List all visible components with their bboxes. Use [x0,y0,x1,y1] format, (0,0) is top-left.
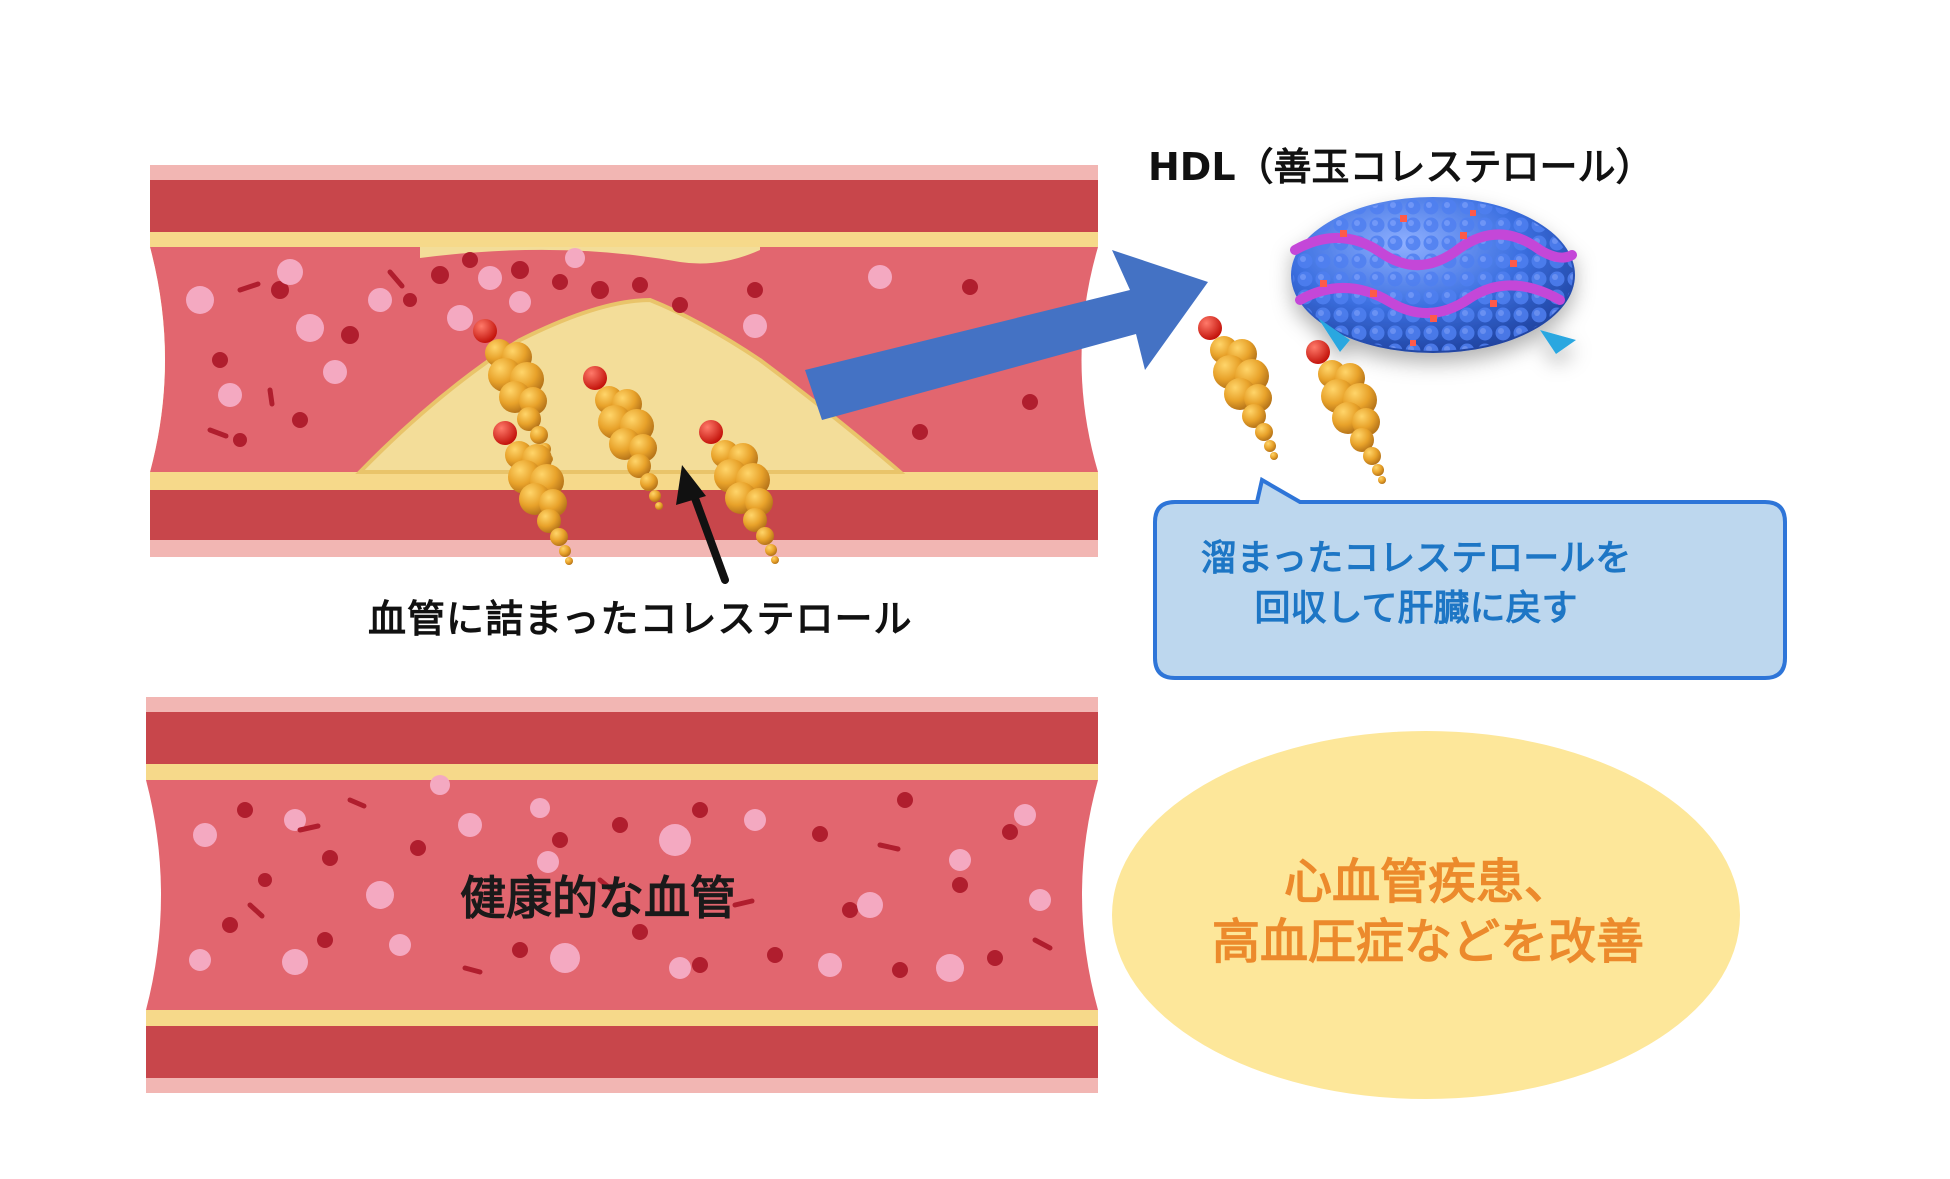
callout-bubble [1153,476,1787,680]
hdl-title: HDL（善玉コレステロール） [1148,145,1654,189]
hdl-particle-icon [1290,197,1577,354]
benefit-ellipse [1112,731,1740,1099]
pointer-arrow-icon [676,465,729,584]
healthy-vessel-label: 健康的な血管 [460,871,736,925]
cholesterol-molecule-icon [1198,316,1386,484]
benefit-line-2: 高血圧症などを改善 [1211,914,1644,970]
benefit-text: 心血管疾患、 高血圧症などを改善 [1118,852,1738,972]
callout-text: 溜まったコレステロールを 回収して肝臓に戻す [1160,534,1672,634]
clogged-vessel-label: 血管に詰まったコレステロール [368,597,913,641]
benefit-line-1: 心血管疾患、 [1283,854,1572,910]
callout-line-1: 溜まったコレステロールを [1200,538,1632,579]
transfer-arrow-icon [805,250,1208,420]
healthy-vessel [146,697,1098,1093]
callout-line-2: 回収して肝臓に戻す [1254,588,1578,629]
